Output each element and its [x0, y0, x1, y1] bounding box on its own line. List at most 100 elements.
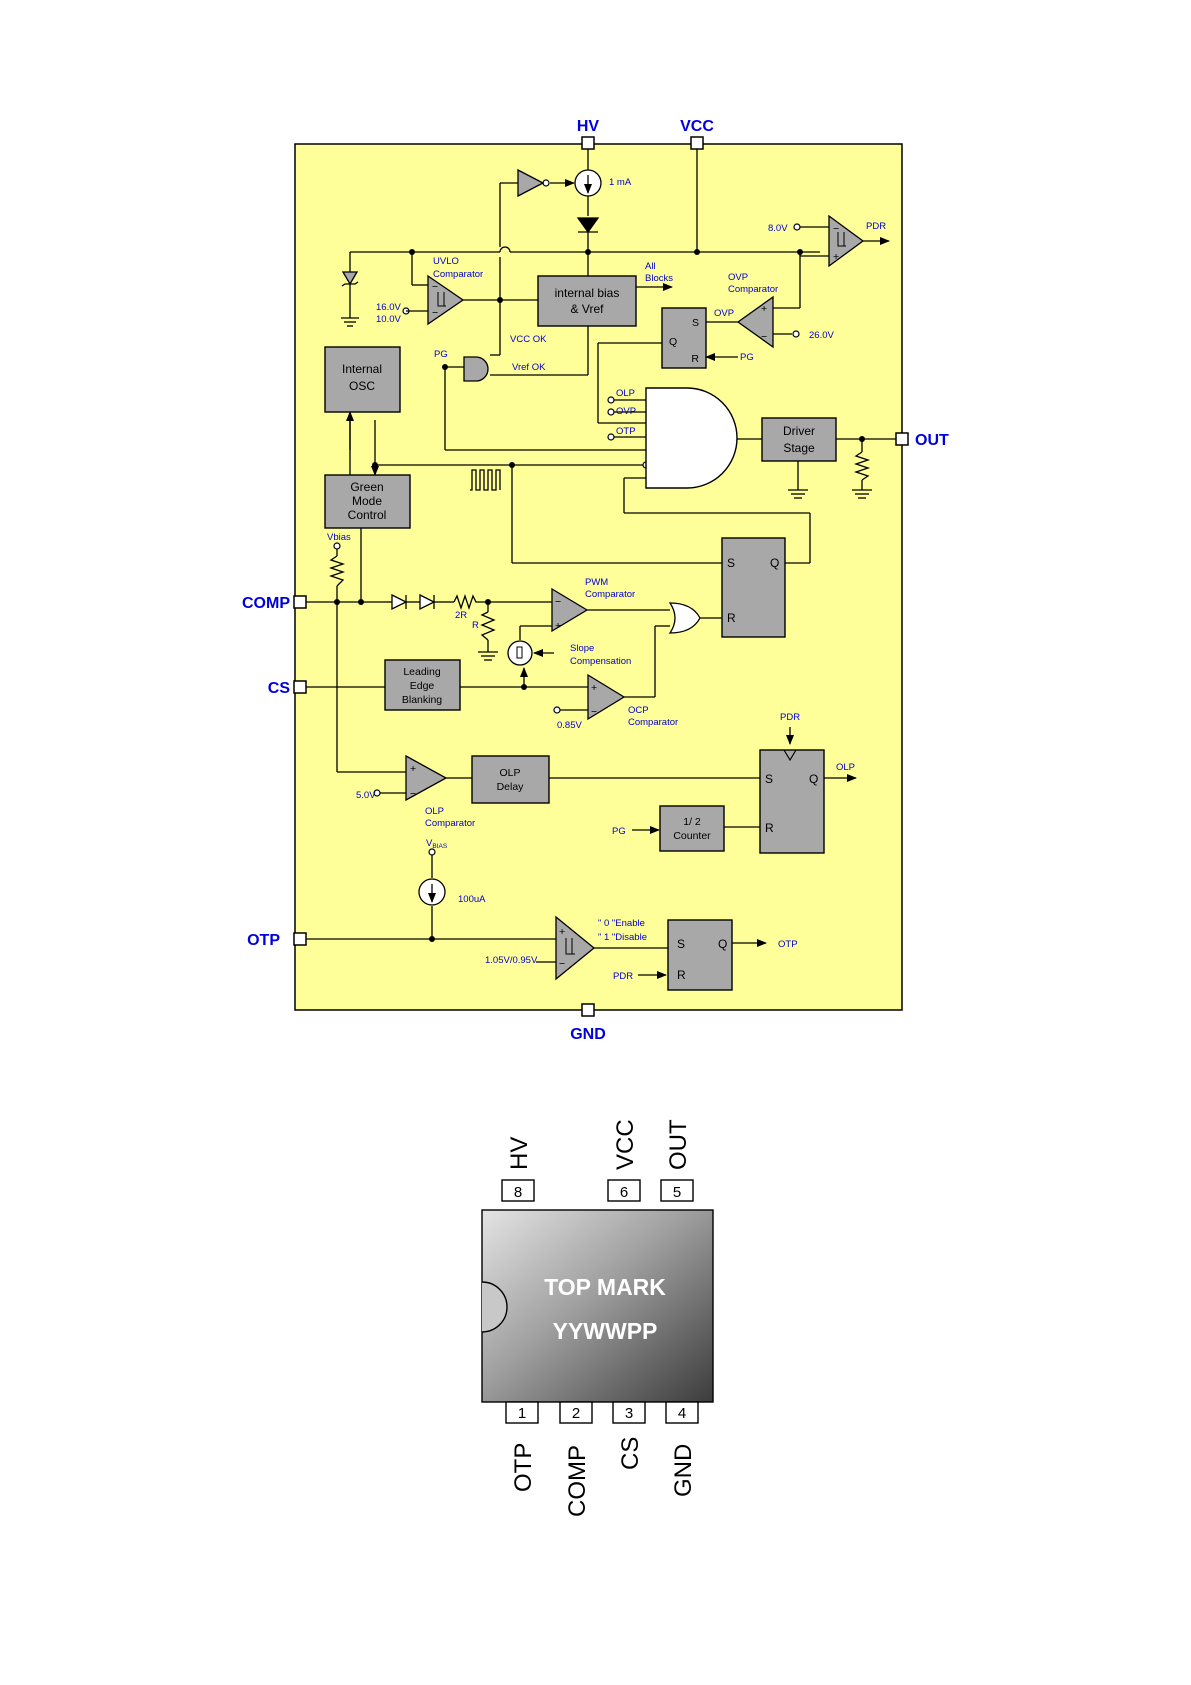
pdr-comparator — [828, 214, 865, 268]
svg-text:5.0V: 5.0V — [356, 790, 376, 801]
otp-ff-r: R — [677, 968, 686, 982]
svg-text:UVLO: UVLO — [433, 256, 459, 267]
svg-text:Vbias: Vbias — [327, 532, 351, 543]
pin-5-tab — [660, 1179, 694, 1202]
svg-text:Comparator: Comparator — [585, 589, 635, 600]
pwm-ff-r: R — [727, 611, 736, 625]
vbias-label-2: VBIAS — [426, 838, 448, 850]
svg-text:16.0V: 16.0V — [376, 302, 401, 313]
svg-text:−: − — [432, 307, 438, 319]
svg-text:" 1 "Disable: " 1 "Disable — [598, 932, 647, 943]
svg-text:−: − — [410, 788, 416, 800]
gnd-pin-box — [581, 1003, 595, 1017]
leb-text-1: Leading — [403, 666, 441, 678]
svg-text:Comparator: Comparator — [628, 717, 678, 728]
main-and-gate — [645, 387, 738, 489]
svg-text:OLP: OLP — [836, 762, 855, 773]
svg-text:OTP: OTP — [616, 426, 636, 437]
ground-symbols — [478, 489, 872, 661]
ovp-latch-r: R — [691, 353, 699, 365]
svg-text:+: + — [559, 926, 565, 938]
svg-text:26.0V: 26.0V — [809, 330, 834, 341]
svg-text:−: − — [591, 706, 597, 718]
svg-text:Vref OK: Vref OK — [512, 362, 546, 373]
green-text-1: Green — [350, 480, 383, 494]
cs-pin-label: CS — [268, 680, 291, 697]
pg-and-gate — [463, 356, 489, 382]
pin-8-name: HV — [506, 1137, 533, 1170]
pin-4-tab — [665, 1401, 699, 1424]
hv-pin-box — [581, 136, 595, 150]
vcc-pin-label: VCC — [680, 118, 714, 135]
pin-4-name: GND — [670, 1444, 697, 1497]
pin-6-number: 6 — [620, 1184, 628, 1201]
pin-1-name: OTP — [510, 1443, 537, 1492]
svg-text:PG: PG — [434, 349, 448, 360]
otp-ff-s: S — [677, 937, 685, 951]
out-pin-box — [895, 432, 909, 446]
counter-text-1: 1/ 2 — [683, 816, 701, 828]
olp-comparator — [405, 754, 448, 802]
svg-text:−: − — [761, 331, 767, 343]
pin-5-number: 5 — [673, 1184, 681, 1201]
signal-labels: 1 mA PDR 8.0V UVLO Comparator 16.0V 10.0… — [327, 177, 886, 982]
driver-stage-block — [761, 417, 837, 462]
pin-2-name: COMP — [564, 1445, 591, 1517]
svg-text:0.85V: 0.85V — [557, 720, 582, 731]
pwm-ff-q: Q — [770, 556, 779, 570]
olp-delay-text-1: OLP — [499, 767, 520, 779]
otp-ff-q: Q — [718, 937, 727, 951]
svg-text:+: + — [833, 251, 839, 263]
olp-ff-s: S — [765, 772, 773, 786]
svg-text:All: All — [645, 261, 656, 272]
internal-bias-text-1: internal bias — [555, 286, 620, 300]
internal-bias-text-2: & Vref — [571, 302, 605, 316]
comp-diodes — [386, 593, 450, 611]
counter-text-2: Counter — [673, 830, 711, 842]
svg-text:1.05V/0.95V: 1.05V/0.95V — [485, 955, 538, 966]
resistor-2r — [453, 593, 478, 611]
svg-text:OTP: OTP — [778, 939, 798, 950]
olp-ff-r: R — [765, 821, 774, 835]
comp-pin-label: COMP — [242, 595, 290, 612]
svg-text:OLP: OLP — [616, 388, 635, 399]
comp-pin-box — [293, 595, 307, 609]
svg-text:PDR: PDR — [866, 221, 886, 232]
svg-text:OCP: OCP — [628, 705, 649, 716]
svg-text:PG: PG — [612, 826, 626, 837]
svg-text:−: − — [432, 281, 438, 293]
ovp-latch-q: Q — [669, 336, 677, 348]
or-gate — [668, 602, 701, 634]
svg-text:+: + — [761, 303, 767, 315]
olp-delay-block — [471, 755, 550, 804]
ovp-comparator — [736, 295, 774, 349]
svg-text:R: R — [472, 620, 479, 631]
svg-text:1 mA: 1 mA — [609, 177, 632, 188]
svg-text:+: + — [555, 620, 561, 632]
svg-text:" 0 "Enable: " 0 "Enable — [598, 918, 645, 929]
green-mode-block — [324, 474, 411, 529]
svg-text:Comparator: Comparator — [728, 284, 778, 295]
driver-text-2: Stage — [783, 441, 815, 455]
svg-text:OLP: OLP — [425, 806, 444, 817]
pin-3-tab — [612, 1401, 646, 1424]
leading-edge-blanking-block — [384, 659, 461, 711]
top-mark-text: TOP MARK — [544, 1274, 666, 1300]
svg-text:PG: PG — [740, 352, 754, 363]
ovp-latch-s: S — [692, 317, 699, 329]
package-diagram: 8 6 5 HV VCC OUT TOP MARK YYWWPP 1 2 3 4… — [481, 1119, 714, 1517]
otp-latch — [667, 919, 733, 991]
pin-2-number: 2 — [572, 1405, 580, 1422]
hv-pin-label: HV — [577, 118, 600, 135]
osc-text-1: Internal — [342, 362, 382, 376]
svg-text:Blocks: Blocks — [645, 273, 673, 284]
svg-text:OVP: OVP — [728, 272, 748, 283]
svg-text:OVP: OVP — [714, 308, 734, 319]
internal-osc-block — [324, 346, 401, 413]
svg-text:Comparator: Comparator — [425, 818, 475, 829]
internal-bias-block — [537, 275, 637, 327]
package-body — [481, 1209, 714, 1403]
pin-3-name: CS — [617, 1437, 644, 1470]
svg-text:100uA: 100uA — [458, 894, 486, 905]
pin-1-tab — [505, 1401, 539, 1424]
